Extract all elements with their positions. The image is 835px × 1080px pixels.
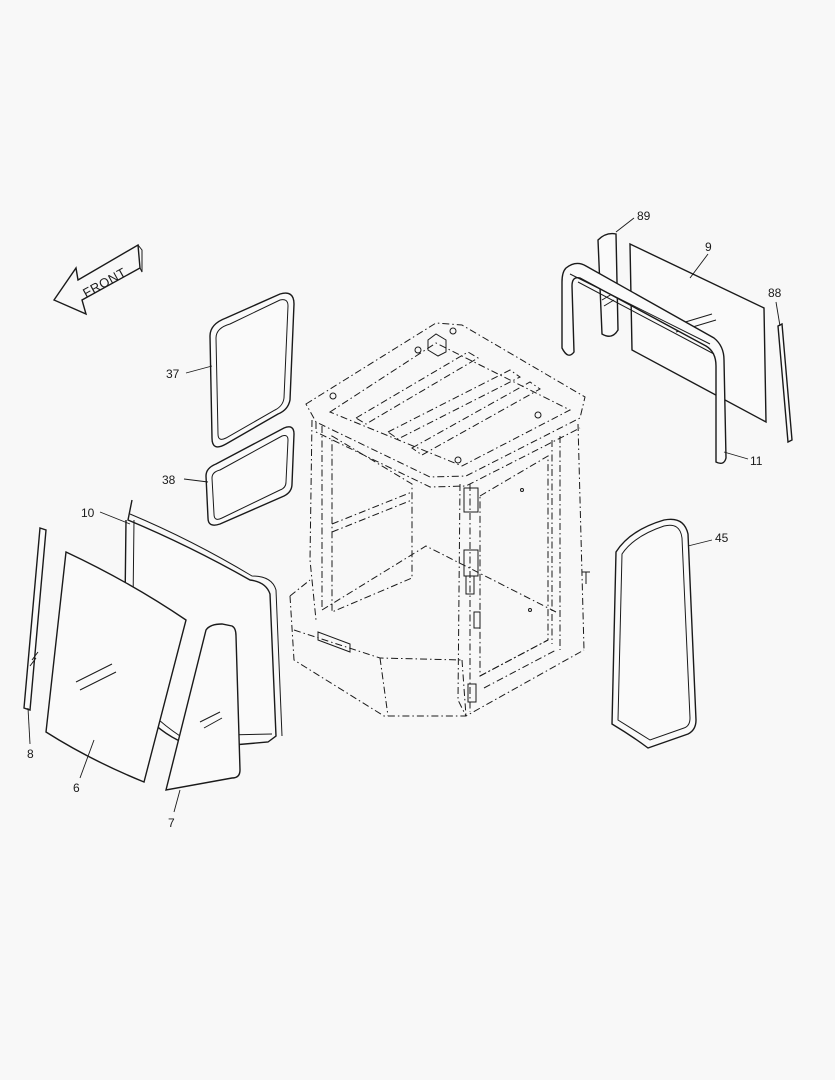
part-88-strip	[777, 322, 793, 444]
callout-6: 6	[73, 781, 80, 795]
callout-labels: 37 38 10 8 6 7 89 9 88 11 45	[27, 209, 782, 830]
part-8-glass-strip	[23, 527, 47, 711]
part-6-windshield-glass	[45, 550, 187, 783]
callout-7: 7	[168, 816, 175, 830]
front-arrow-label: FRONT	[80, 265, 129, 301]
part-11-seal	[561, 262, 727, 465]
callout-38: 38	[162, 473, 176, 487]
part-45-seal	[611, 518, 697, 749]
part-37-seal	[209, 292, 295, 448]
part-7-side-glass	[165, 623, 241, 791]
callout-9: 9	[705, 240, 712, 254]
leader-lines	[27, 217, 781, 813]
cab-frame	[289, 322, 590, 717]
callout-37: 37	[166, 367, 180, 381]
callout-8: 8	[27, 747, 34, 761]
part-38-seal	[205, 426, 295, 526]
front-arrow: FRONT	[52, 243, 143, 316]
callout-45: 45	[715, 531, 729, 545]
callout-11: 11	[750, 454, 763, 468]
callout-89: 89	[637, 209, 651, 223]
callout-88: 88	[768, 286, 782, 300]
callout-10: 10	[81, 506, 95, 520]
